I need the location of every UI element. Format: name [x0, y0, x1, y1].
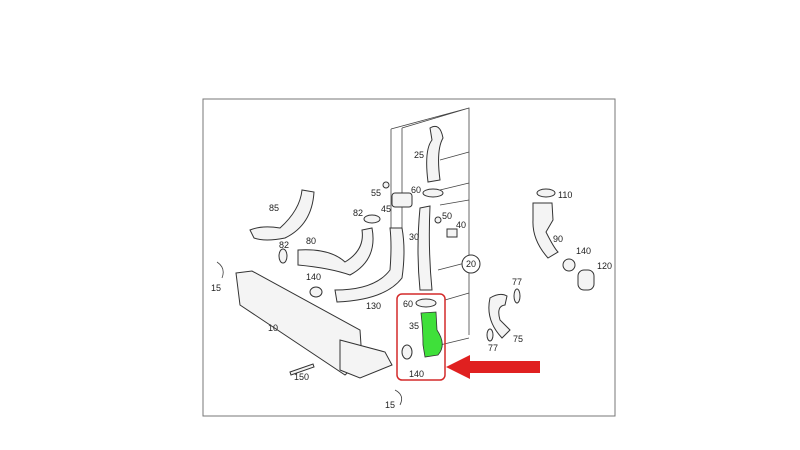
label-35: 35 [409, 321, 419, 331]
bolt-55 [382, 181, 390, 189]
washer-50 [434, 216, 442, 224]
red-arrow-icon [446, 355, 540, 379]
label-150: 150 [294, 372, 309, 382]
pipe-25 [426, 125, 444, 183]
label-77-bottom: 77 [488, 343, 498, 353]
label-45: 45 [381, 204, 391, 214]
label-110: 110 [558, 190, 572, 200]
seal-77-bottom [486, 328, 494, 342]
mounting-panel [390, 107, 470, 346]
part-labels: 25 55 60 45 50 40 30 82 85 80 82 20 15 1… [211, 150, 612, 410]
clamp-140-right [562, 258, 576, 272]
label-130: 130 [366, 301, 381, 311]
label-25: 25 [414, 150, 424, 160]
sensor-40 [446, 228, 458, 238]
label-10: 10 [268, 323, 278, 333]
seal-82-left [278, 248, 288, 264]
label-60-top: 60 [411, 185, 421, 195]
pipe-80 [297, 227, 374, 276]
pipe-90 [532, 202, 559, 259]
intercooler-outlet [339, 339, 393, 379]
label-90: 90 [553, 234, 563, 244]
seal-82-top [363, 214, 381, 224]
label-77-top: 77 [512, 277, 522, 287]
label-15-bottom: 15 [385, 400, 395, 410]
label-82-left: 82 [279, 240, 289, 250]
sensor-45 [391, 192, 413, 208]
callout-circle-20 [461, 254, 481, 274]
pipe-130 [334, 227, 405, 303]
clamp-60-top [422, 188, 444, 198]
label-60-low: 60 [403, 299, 413, 309]
clamp-60-low [415, 298, 437, 308]
label-85: 85 [269, 203, 279, 213]
seal-110 [536, 188, 556, 198]
label-140-right: 140 [576, 246, 591, 256]
pipe-85 [249, 189, 315, 241]
label-50: 50 [442, 211, 452, 221]
clamp-140-low [401, 344, 413, 360]
label-80: 80 [306, 236, 316, 246]
label-20: 20 [466, 259, 476, 269]
bolt-150 [289, 363, 315, 376]
diagram-frame [202, 98, 616, 417]
pipe-30 [417, 205, 433, 291]
hose-120 [577, 269, 595, 291]
label-15-left: 15 [211, 283, 221, 293]
label-55: 55 [371, 188, 381, 198]
label-140-mid: 140 [306, 272, 321, 282]
label-82-top: 82 [353, 208, 363, 218]
clamp-140-mid [309, 286, 323, 298]
label-140-low: 140 [409, 369, 424, 379]
hose-clip-15 [216, 261, 403, 406]
label-30: 30 [409, 232, 419, 242]
label-75: 75 [513, 334, 523, 344]
label-40: 40 [456, 220, 466, 230]
label-120: 120 [597, 261, 612, 271]
hose-75 [488, 293, 511, 339]
highlight-box [396, 293, 446, 381]
hose-35-highlighted [420, 311, 443, 358]
seal-77-top [513, 288, 521, 304]
